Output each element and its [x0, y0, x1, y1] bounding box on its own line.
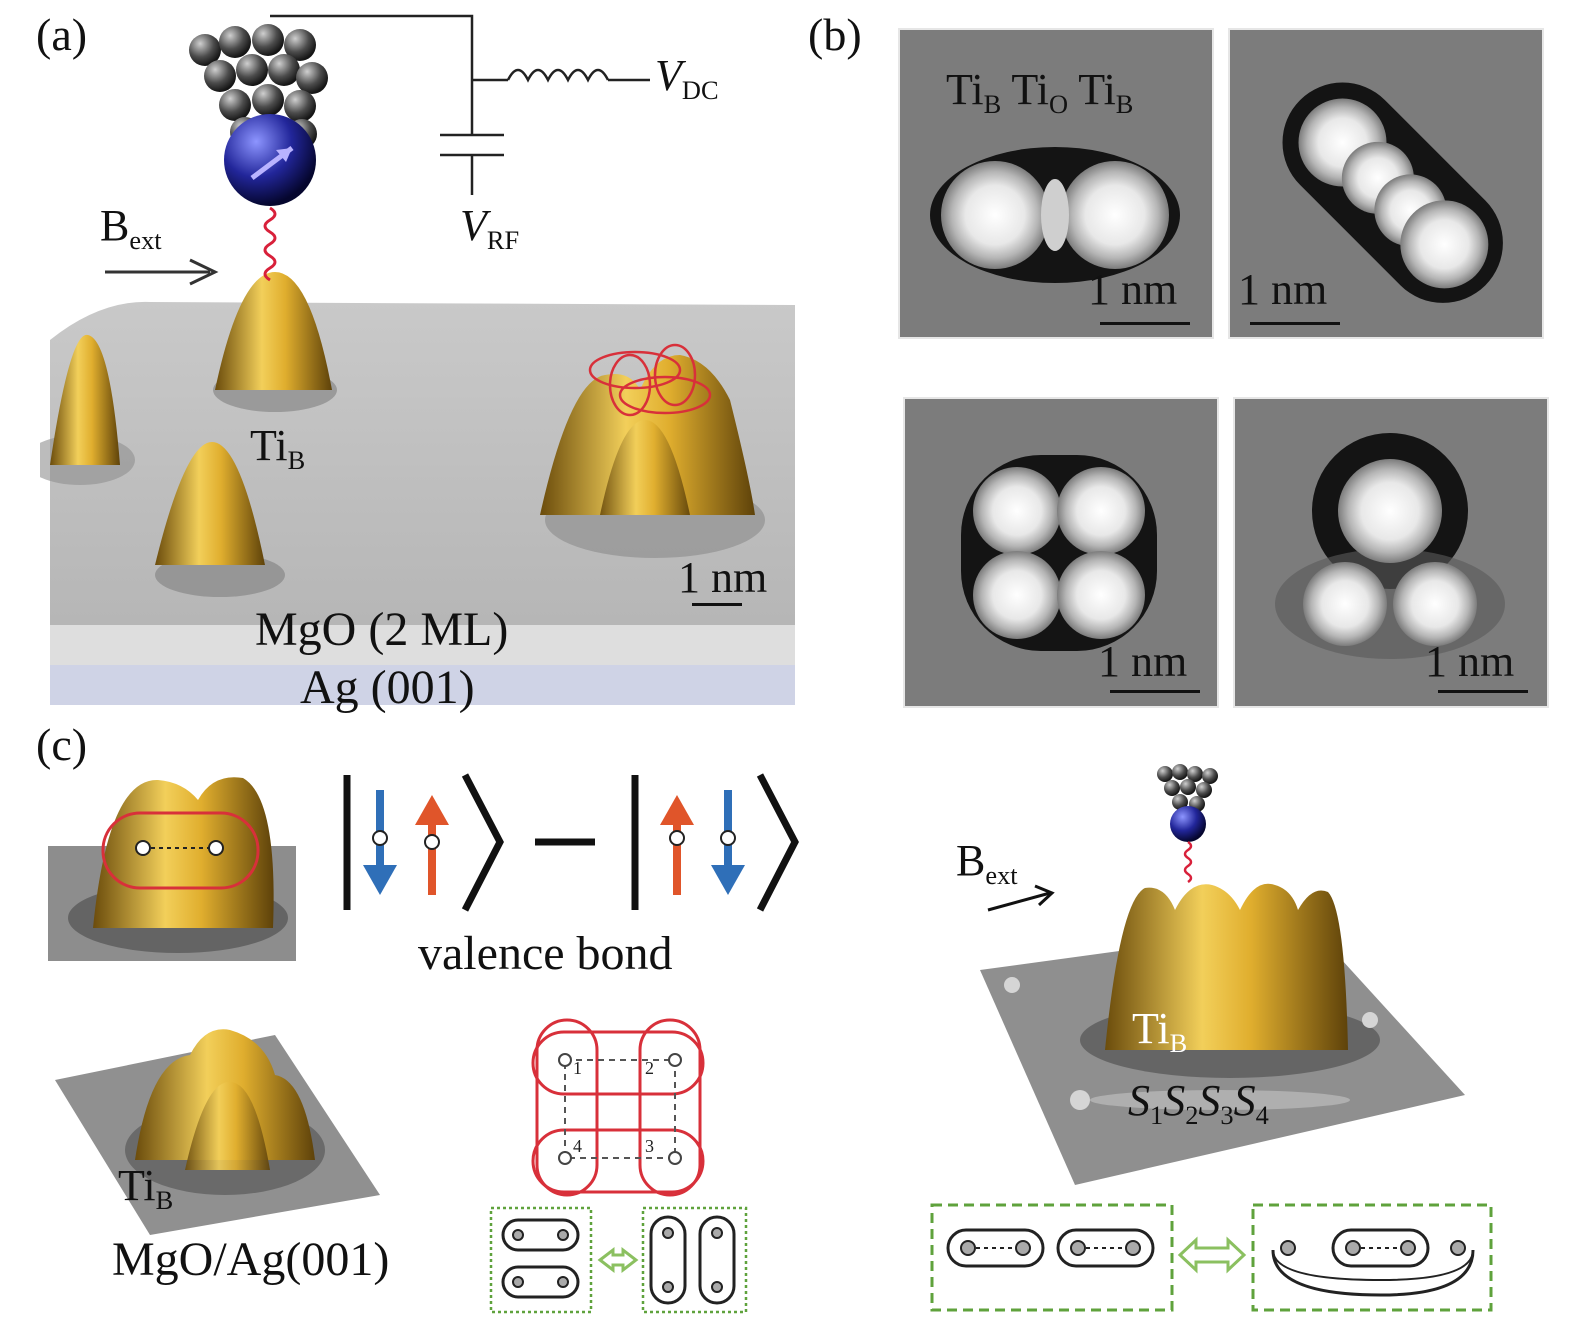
- stm-image-square: [903, 397, 1219, 708]
- panel-a-ag-label: Ag (001): [300, 661, 475, 714]
- panel-a-ti-label: TiB: [250, 421, 306, 476]
- down-arrow-icon-2: [711, 790, 745, 895]
- panel-b-scale-label-1: 1 nm: [1088, 265, 1178, 314]
- chain-peaks: [1105, 883, 1348, 1050]
- stm-image-trimer: [898, 28, 1214, 339]
- panel-a-scalebar: [692, 603, 742, 606]
- chain-config-diagram: [930, 1203, 1493, 1312]
- stm-image-triangle: [1233, 397, 1549, 708]
- up-arrow-icon-2: [660, 795, 694, 895]
- panel-c-label: (c): [36, 719, 88, 770]
- panel-a-bext: Bext: [100, 201, 162, 256]
- dimer-3d-image: [48, 777, 296, 961]
- ti-adatom-peak: [215, 272, 332, 390]
- panel-a-vrf: VRF: [460, 201, 520, 256]
- panel-b-scalebar-4: [1438, 690, 1528, 693]
- panel-a-scale-label: 1 nm: [678, 553, 768, 602]
- panel-a-vdc: VDC: [655, 51, 719, 106]
- panel-b-scalebar-2: [1250, 322, 1340, 325]
- panel-b-label: (b): [808, 9, 862, 60]
- site-number-2: 2: [645, 1058, 654, 1078]
- down-arrow-icon: [363, 790, 397, 895]
- ag-layer: [50, 665, 795, 705]
- double-arrow-icon: [597, 1246, 639, 1274]
- mgo-layer: [50, 625, 795, 665]
- site-number-4: 4: [573, 1136, 582, 1156]
- panel-c-ti-label: TiB: [118, 1161, 174, 1216]
- site-number-1: 1: [573, 1058, 582, 1078]
- valence-bond-caption: valence bond: [418, 927, 673, 980]
- stm-tip-small: [1157, 764, 1218, 812]
- cluster-3d-image: [55, 1029, 380, 1235]
- panel-b-scalebar-3: [1110, 690, 1200, 693]
- plaquette-diagram: 1 2 4 3: [531, 1018, 705, 1197]
- site-number-3: 3: [645, 1136, 654, 1156]
- panel-c-substrate-label: MgO/Ag(001): [112, 1233, 390, 1286]
- chain-3d-illustration: [980, 764, 1465, 1185]
- dimer-config-diagram: [489, 1206, 748, 1314]
- double-arrow-icon-2: [1177, 1236, 1247, 1274]
- up-arrow-icon: [415, 795, 449, 895]
- magnetic-tip-atom: [224, 114, 316, 206]
- panel-a-illustration: [40, 14, 795, 705]
- panel-a-mgo-label: MgO (2 ML): [255, 603, 509, 656]
- panel-b-scale-label-3: 1 nm: [1098, 637, 1188, 686]
- panel-d-ti-label: TiB: [1132, 1004, 1188, 1059]
- panel-b-scale-label-4: 1 nm: [1425, 637, 1515, 686]
- panel-d-bext: Bext: [956, 836, 1018, 891]
- panel-a-label: (a): [36, 9, 88, 60]
- stm-image-chain: [1228, 28, 1544, 339]
- valence-bond-ket: [343, 773, 799, 912]
- panel-b-scalebar-1: [1100, 322, 1190, 325]
- valence-bond-rings: [588, 343, 712, 417]
- panel-b-atom-labels: TiB TiO TiB: [946, 65, 1134, 120]
- circuit: [270, 14, 650, 195]
- panel-d-spin-labels: S1S2S3S4: [1128, 1076, 1269, 1131]
- panel-b-scale-label-2: 1 nm: [1238, 265, 1328, 314]
- adatom-peak: [155, 442, 265, 565]
- tunneling-spring: [263, 206, 277, 282]
